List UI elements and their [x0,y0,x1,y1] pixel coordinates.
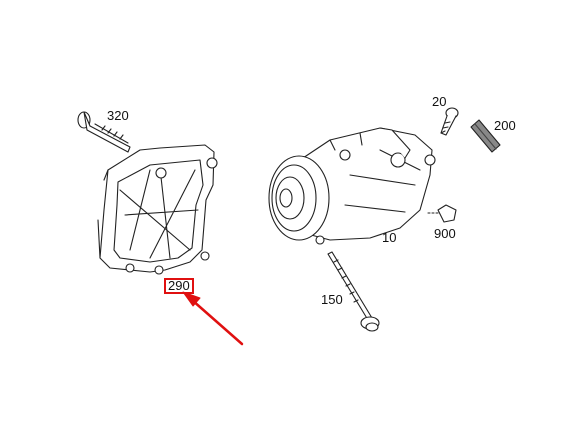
label-20[interactable]: 20 [432,94,447,109]
bolt-320[interactable] [77,111,131,153]
bracket-290[interactable] [97,144,218,275]
compressor-10[interactable] [268,127,436,245]
connector-200[interactable] [470,119,501,153]
valve-900[interactable] [427,204,457,223]
label-200[interactable]: 200 [494,118,516,133]
screw-20[interactable] [440,107,459,136]
label-900[interactable]: 900 [434,226,456,241]
label-10[interactable]: 10 [382,230,397,245]
label-290-highlighted[interactable]: 290 [164,278,194,294]
long-bolt-150[interactable] [327,251,380,332]
highlight-arrow [182,291,244,346]
label-150[interactable]: 150 [321,292,343,307]
label-320[interactable]: 320 [107,108,129,123]
